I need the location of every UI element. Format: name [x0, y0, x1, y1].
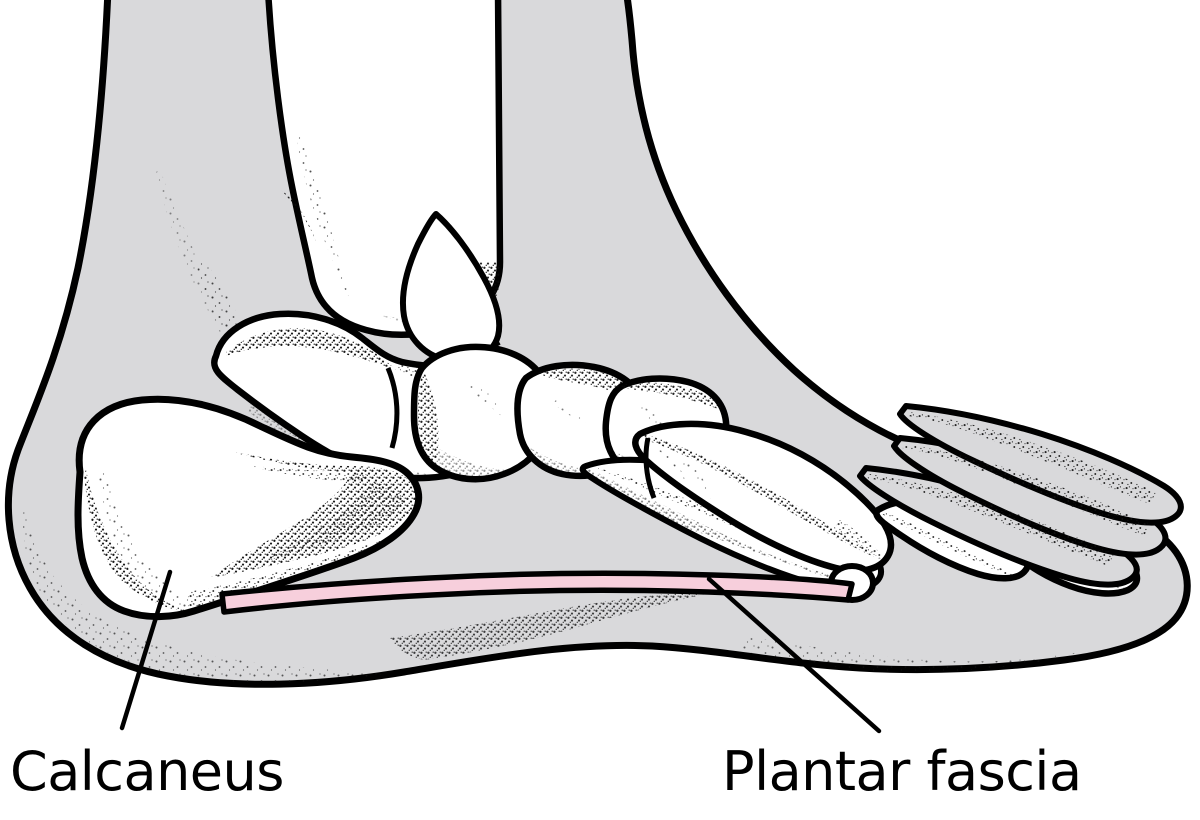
calcaneus-posterior-stipple-2 [98, 464, 212, 608]
plantar-fascia-leader-line [706, 576, 882, 734]
metatarsal-first-base-line [643, 437, 657, 499]
metatarsal-first-head-stipple [834, 520, 888, 564]
talus-neck-line [385, 367, 400, 449]
lesser-toes-group [857, 403, 1184, 588]
toe-3-stipple [902, 444, 1150, 536]
cuneiform-medial-dorsal-stipple [538, 368, 644, 402]
calcaneus-anterior-stipple-2 [250, 466, 404, 562]
talus-dome-stipple [226, 328, 396, 370]
heel-pad-stipple [23, 506, 389, 683]
cuneiform-intermediate-dorsal-stipple [612, 382, 725, 412]
toe-4-stipple [908, 412, 1156, 504]
navicular-body-stipple [468, 380, 504, 418]
label-plantar-fascia: Plantar fascia [722, 740, 1082, 803]
cuneiform-medial-body-stipple [552, 400, 592, 432]
metatarsal-first-dorsal-stipple [644, 434, 886, 562]
label-calcaneus: Calcaneus [10, 740, 284, 803]
toe-2-stipple [866, 474, 1114, 566]
leader-lines [119, 569, 882, 734]
phalanx-proximal-stipple [882, 512, 1027, 577]
forefoot-pad-stipple [740, 636, 1090, 672]
tibia-shaft-stipple [296, 130, 350, 300]
metatarsal-first-base-stipple [658, 444, 688, 490]
annotation-labels: Calcaneus Plantar fascia [10, 740, 1082, 803]
arch-stipple [390, 592, 716, 660]
plantar-fascia-band [219, 570, 855, 615]
calcaneus-leader-line [119, 569, 173, 731]
plantar-fascia-shape [219, 570, 855, 615]
bone-metatarsal-first [632, 420, 895, 574]
metatarsal-first-base-stipple-2 [680, 458, 716, 510]
calcaneus-posterior-stipple [84, 470, 216, 613]
navicular-posterior-stipple [418, 372, 439, 478]
calcaneus-anterior-stipple [210, 452, 416, 578]
